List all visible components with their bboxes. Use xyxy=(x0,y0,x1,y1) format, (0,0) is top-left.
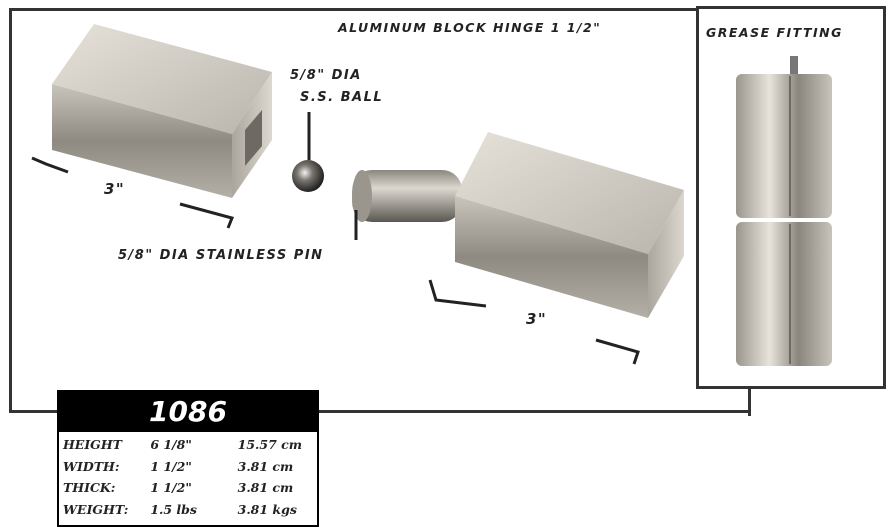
dimension-left xyxy=(31,156,235,229)
dimension-right-label: 3" xyxy=(526,310,548,328)
frame-edge xyxy=(748,386,751,416)
pin-label: 5/8" DIA STAINLESS PIN xyxy=(118,248,324,263)
dimension-left-label: 3" xyxy=(104,180,126,198)
spec-label: WIDTH: xyxy=(63,458,120,474)
spec-row-thick: THICK: 1 1/2" 3.81 cm xyxy=(63,477,317,499)
diagram-title: ALUMINUM BLOCK HINGE 1 1/2" xyxy=(338,20,602,35)
spec-label: HEIGHT xyxy=(63,437,122,453)
spec-imperial: 1.5 lbs xyxy=(150,501,197,517)
spec-label: THICK: xyxy=(63,480,116,496)
right-hinge-block xyxy=(352,132,684,318)
frame-edge-bottom xyxy=(9,410,751,413)
spec-card: 1086 HEIGHT 6 1/8" 15.57 cm WIDTH: 1 1/2… xyxy=(57,390,319,527)
spec-row-width: WIDTH: 1 1/2" 3.81 cm xyxy=(63,456,317,478)
spec-row-height: HEIGHT 6 1/8" 15.57 cm xyxy=(63,434,317,456)
grease-fitting-label: GREASE FITTING xyxy=(706,25,843,40)
spec-imperial: 1 1/2" xyxy=(150,480,192,496)
dimension-right xyxy=(428,279,640,365)
spec-table: HEIGHT 6 1/8" 15.57 cm WIDTH: 1 1/2" 3.8… xyxy=(59,432,317,520)
stainless-ball xyxy=(292,112,324,192)
spec-metric: 15.57 cm xyxy=(237,437,302,453)
ball-label-line1: 5/8" DIA xyxy=(290,68,362,83)
left-hinge-block xyxy=(52,24,272,198)
spec-label: WEIGHT: xyxy=(63,501,129,517)
ball-label-line2: S.S. BALL xyxy=(300,90,384,105)
spec-row-weight: WEIGHT: 1.5 lbs 3.81 kgs xyxy=(63,499,317,521)
part-number: 1086 xyxy=(59,392,317,432)
spec-metric: 3.81 kgs xyxy=(237,501,297,517)
spec-imperial: 6 1/8" xyxy=(150,437,192,453)
spec-metric: 3.81 cm xyxy=(237,458,294,474)
spec-imperial: 1 1/2" xyxy=(150,458,192,474)
spec-metric: 3.81 cm xyxy=(237,480,294,496)
